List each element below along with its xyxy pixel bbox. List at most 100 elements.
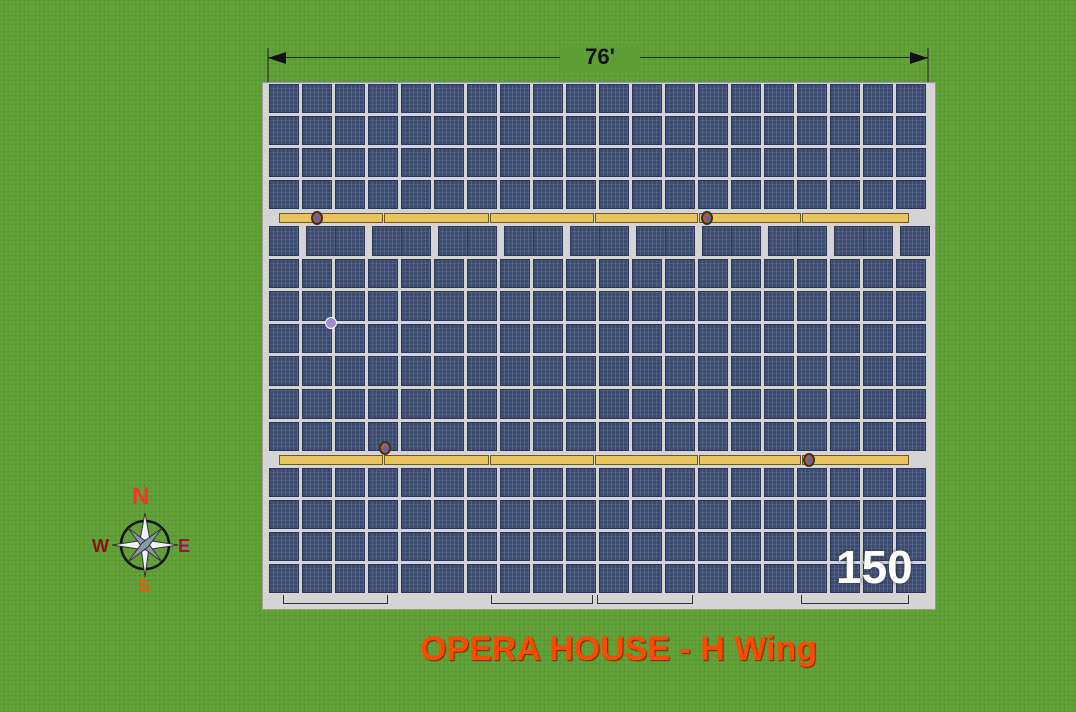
solar-panel[interactable] [797,116,827,145]
solar-panel[interactable] [368,291,398,321]
solar-panel[interactable] [401,180,431,209]
solar-panel[interactable] [665,84,695,113]
solar-panel[interactable] [797,500,827,529]
solar-panel[interactable] [599,323,629,354]
solar-panel[interactable] [302,468,332,497]
solar-panel[interactable] [896,291,926,321]
solar-panel[interactable] [302,564,332,593]
solar-panel[interactable] [401,356,431,386]
solar-panel[interactable] [830,356,860,386]
solar-panel[interactable] [335,421,365,452]
solar-panel[interactable] [731,116,761,145]
solar-panel[interactable] [302,84,332,113]
solar-panel[interactable] [900,226,930,256]
solar-panel[interactable] [434,258,464,289]
solar-panel[interactable] [566,180,596,209]
solar-panel[interactable] [335,148,365,177]
solar-panel[interactable] [302,291,332,321]
solar-panel[interactable] [500,532,530,561]
solar-panel[interactable] [731,356,761,386]
solar-panel[interactable] [566,532,596,561]
solar-panel[interactable] [632,180,662,209]
solar-panel[interactable] [302,180,332,209]
solar-panel[interactable] [599,389,629,419]
solar-panel[interactable] [599,226,629,256]
solar-panel[interactable] [834,226,864,256]
solar-panel[interactable] [764,84,794,113]
solar-panel[interactable] [500,148,530,177]
solar-panel[interactable] [698,421,728,452]
solar-panel[interactable] [863,291,893,321]
solar-panel[interactable] [797,180,827,209]
solar-panel[interactable] [599,532,629,561]
solar-panel[interactable] [401,500,431,529]
solar-panel[interactable] [566,500,596,529]
solar-panel[interactable] [269,148,299,177]
solar-panel[interactable] [533,226,563,256]
solar-panel[interactable] [863,389,893,419]
solar-panel[interactable] [368,323,398,354]
solar-panel[interactable] [830,532,860,561]
solar-panel[interactable] [434,389,464,419]
solar-panel[interactable] [632,468,662,497]
solar-panel[interactable] [896,468,926,497]
solar-panel[interactable] [533,180,563,209]
solar-panel[interactable] [698,389,728,419]
solar-panel[interactable] [731,532,761,561]
solar-panel[interactable] [302,323,332,354]
solar-panel[interactable] [764,258,794,289]
solar-panel[interactable] [566,389,596,419]
solar-panel[interactable] [797,291,827,321]
solar-panel[interactable] [797,84,827,113]
solar-panel[interactable] [570,226,600,256]
solar-panel[interactable] [830,258,860,289]
solar-panel[interactable] [830,84,860,113]
solar-panel[interactable] [764,564,794,593]
solar-panel[interactable] [764,116,794,145]
solar-panel[interactable] [434,532,464,561]
solar-panel[interactable] [665,323,695,354]
solar-panel[interactable] [566,258,596,289]
solar-panel[interactable] [335,116,365,145]
solar-panel[interactable] [599,180,629,209]
solar-panel[interactable] [863,468,893,497]
solar-panel[interactable] [533,468,563,497]
solar-panel[interactable] [698,180,728,209]
solar-panel[interactable] [665,180,695,209]
solar-panel[interactable] [731,564,761,593]
solar-panel[interactable] [731,389,761,419]
solar-panel[interactable] [698,258,728,289]
solar-panel[interactable] [500,180,530,209]
solar-panel[interactable] [533,258,563,289]
solar-panel[interactable] [368,258,398,289]
solar-panel[interactable] [401,148,431,177]
solar-panel[interactable] [863,180,893,209]
solar-panel[interactable] [896,356,926,386]
solar-panel[interactable] [632,116,662,145]
solar-panel[interactable] [368,116,398,145]
solar-panel[interactable] [306,226,336,256]
solar-panel[interactable] [731,226,761,256]
solar-panel[interactable] [665,500,695,529]
solar-panel[interactable] [467,84,497,113]
solar-panel[interactable] [467,323,497,354]
solar-panel[interactable] [698,500,728,529]
solar-panel[interactable] [698,356,728,386]
solar-panel[interactable] [302,148,332,177]
solar-panel[interactable] [797,148,827,177]
solar-panel[interactable] [368,421,398,452]
solar-panel[interactable] [302,356,332,386]
solar-panel[interactable] [896,116,926,145]
solar-panel[interactable] [698,532,728,561]
solar-panel[interactable] [467,421,497,452]
solar-panel[interactable] [764,356,794,386]
solar-panel[interactable] [764,180,794,209]
solar-panel[interactable] [599,148,629,177]
solar-panel[interactable] [863,356,893,386]
solar-panel[interactable] [632,356,662,386]
solar-panel[interactable] [500,116,530,145]
solar-panel[interactable] [863,500,893,529]
solar-panel[interactable] [434,500,464,529]
solar-panel[interactable] [896,389,926,419]
solar-panel[interactable] [764,500,794,529]
